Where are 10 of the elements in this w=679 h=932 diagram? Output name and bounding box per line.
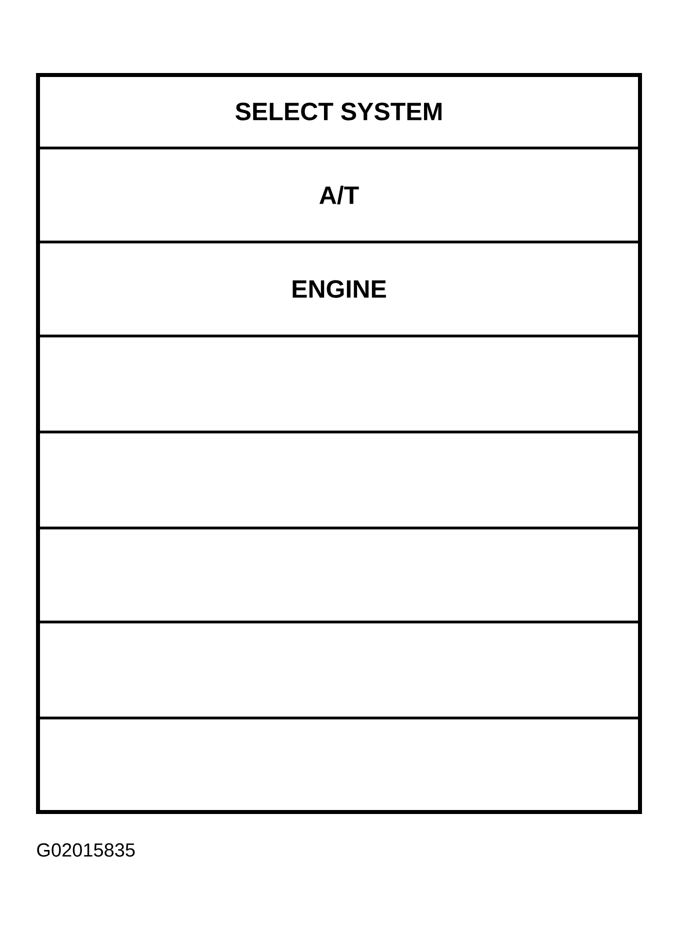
menu-row: SELECT SYSTEM xyxy=(36,74,642,150)
menu-row: A/T xyxy=(36,146,642,244)
blank-row xyxy=(36,716,642,814)
figure-code: G02015835 xyxy=(37,843,135,857)
blank-row xyxy=(36,526,642,624)
blank-row xyxy=(36,620,642,720)
screen-frame xyxy=(36,73,642,814)
blank-row xyxy=(36,430,642,530)
blank-row xyxy=(36,334,642,434)
menu-row: ENGINE xyxy=(36,240,642,338)
